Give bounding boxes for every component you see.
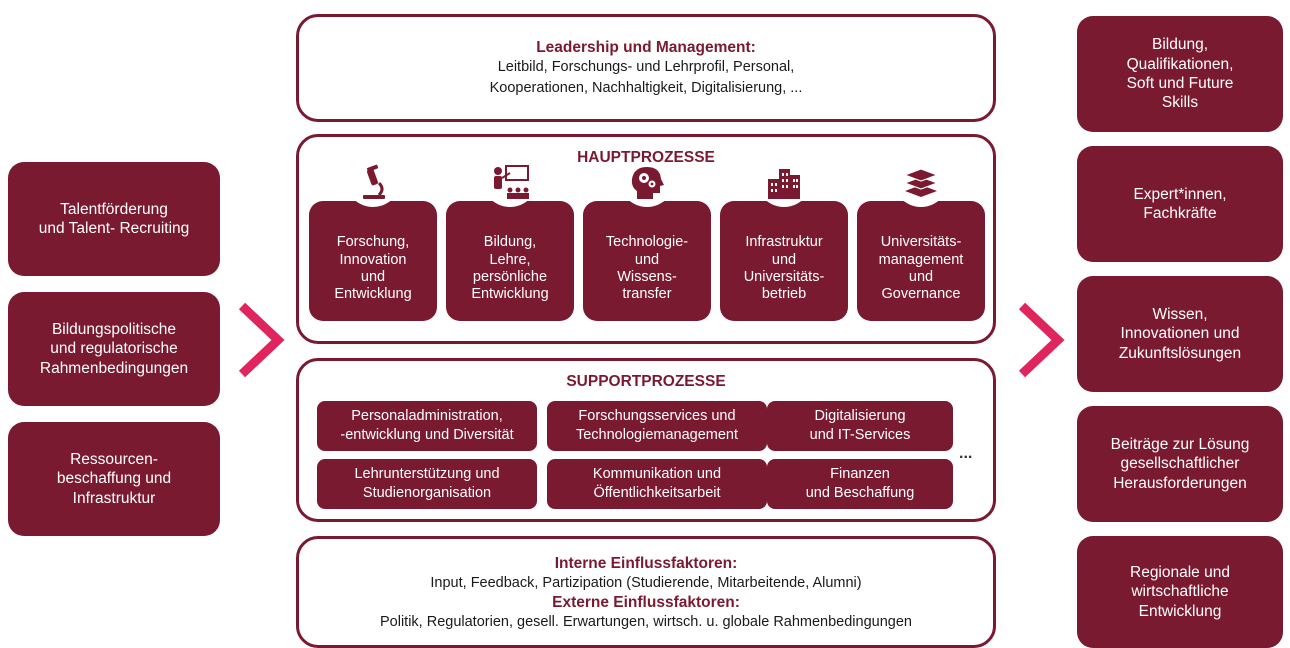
process-line: Forschung, <box>336 234 410 251</box>
support-line: Personaladministration, <box>351 408 503 425</box>
support-line: Forschungsservices und <box>578 408 736 425</box>
output-line: Soft und Future <box>1126 75 1234 92</box>
process-line: Universitäts- <box>880 234 962 251</box>
process-line: und <box>360 269 386 285</box>
process-line: Infrastruktur <box>745 234 823 251</box>
output-line: gesellschaftlicher <box>1120 455 1240 473</box>
support-lehrunterstuetzung: Lehrunterstützung und Studienorganisatio… <box>317 459 537 509</box>
support-line: und Beschaffung <box>805 485 915 501</box>
support-line: Digitalisierung <box>814 408 906 425</box>
process-line: Governance <box>881 286 961 303</box>
supportprozesse-title: SUPPORTPROZESSE <box>566 373 726 390</box>
support-finanzen: Finanzen und Beschaffung <box>767 459 953 509</box>
output-line: Innovationen und <box>1120 325 1240 343</box>
process-line: Lehre, <box>489 251 531 268</box>
output-line: Bildung, <box>1151 36 1208 54</box>
process-line: management <box>878 251 964 268</box>
input-line: Ressourcen- <box>70 450 158 468</box>
output-line: Beiträge zur Lösung <box>1110 435 1250 453</box>
process-line: persönliche <box>472 269 548 285</box>
intern-text: Input, Feedback, Partizipation (Studiere… <box>430 575 862 591</box>
leadership-title: Leadership und Management: <box>536 39 756 56</box>
extern-text: Politik, Regulatorien, gesell. Erwartung… <box>380 614 912 631</box>
output-bildung: Bildung, Qualifikationen, Soft und Futur… <box>1077 16 1283 132</box>
process-line: Universitäts- <box>743 269 825 285</box>
process-line: und <box>908 269 934 285</box>
output-line: Zukunftslösungen <box>1118 344 1242 362</box>
support-line: Lehrunterstützung und <box>354 466 500 483</box>
output-line: Wissen, <box>1152 305 1208 323</box>
process-line: Technologie- <box>605 234 689 251</box>
process-line: transfer <box>622 286 672 303</box>
chevron-right-icon <box>238 302 285 378</box>
support-line: Kommunikation und <box>592 466 722 483</box>
input-line: Infrastruktur <box>72 489 156 507</box>
support-kommunikation: Kommunikation und Öffentlichkeitsarbeit <box>547 459 767 509</box>
process-line: Wissens- <box>617 269 677 285</box>
process-forschung: Forschung, Innovation und Entwicklung <box>309 201 437 321</box>
input-ressourcen: Ressourcen- beschaffung und Infrastruktu… <box>8 422 220 536</box>
microscope-icon <box>345 164 401 207</box>
process-transfer: Technologie- und Wissens- transfer <box>583 201 711 321</box>
support-ellipsis: ... <box>959 445 973 462</box>
support-digitalisierung: Digitalisierung und IT-Services <box>767 401 953 451</box>
process-line: und <box>634 251 660 268</box>
output-line: Expert*innen, <box>1133 185 1227 203</box>
output-line: Qualifikationen, <box>1126 55 1234 73</box>
support-line: Öffentlichkeitsarbeit <box>593 485 721 501</box>
supportprozesse-panel: SUPPORTPROZESSE Personaladministration, … <box>296 358 996 522</box>
intern-title: Interne Einflussfaktoren: <box>554 555 738 572</box>
output-line: Fachkräfte <box>1143 205 1217 222</box>
support-line: und IT-Services <box>809 427 911 443</box>
process-line: Entwicklung <box>334 286 412 303</box>
output-beitraege: Beiträge zur Lösung gesellschaftlicher H… <box>1077 406 1283 522</box>
hauptprozesse-title: HAUPTPROZESSE <box>577 149 715 166</box>
teacher-icon <box>482 165 538 207</box>
input-line: und regulatorische <box>50 340 178 358</box>
einfluss-panel: Interne Einflussfaktoren: Input, Feedbac… <box>296 536 996 648</box>
support-line: -entwicklung und Diversität <box>340 427 514 443</box>
leadership-line: Leitbild, Forschungs- und Lehrprofil, Pe… <box>497 59 795 75</box>
support-line: Technologiemanagement <box>575 427 739 443</box>
leadership-line: Kooperationen, Nachhaltigkeit, Digitalis… <box>489 80 803 97</box>
output-line: Skills <box>1161 94 1199 112</box>
buildings-icon <box>756 169 812 207</box>
process-management: Universitäts- management und Governance <box>857 201 985 321</box>
output-regional: Regionale und wirtschaftliche Entwicklun… <box>1077 536 1283 648</box>
process-line: Innovation <box>339 251 407 268</box>
extern-title: Externe Einflussfaktoren: <box>552 594 740 612</box>
support-forschungsservices: Forschungsservices und Technologiemanage… <box>547 401 767 451</box>
books-icon <box>893 168 949 207</box>
input-line: Rahmenbedingungen <box>39 359 189 377</box>
input-line: und Talent- Recruiting <box>38 220 190 237</box>
output-expertinnen: Expert*innen, Fachkräfte <box>1077 146 1283 262</box>
process-line: Entwicklung <box>471 286 549 303</box>
process-bildung: Bildung, Lehre, persönliche Entwicklung <box>446 201 574 321</box>
support-line: Finanzen <box>830 466 890 483</box>
process-line: betrieb <box>761 286 807 303</box>
process-line: und <box>771 251 797 268</box>
hauptprozesse-panel: HAUPTPROZESSE Forschung, Innovation und … <box>296 134 996 344</box>
output-line: wirtschaftliche <box>1131 583 1229 601</box>
input-line: Talentförderung <box>60 200 168 218</box>
process-infrastruktur: Infrastruktur und Universitäts- betrieb <box>720 201 848 321</box>
input-talent: Talentförderung und Talent- Recruiting <box>8 162 220 276</box>
output-line: Regionale und <box>1130 563 1230 581</box>
output-wissen: Wissen, Innovationen und Zukunftslösunge… <box>1077 276 1283 392</box>
output-line: Entwicklung <box>1138 602 1222 620</box>
input-bildungspolitik: Bildungspolitische und regulatorische Ra… <box>8 292 220 406</box>
support-line: Studienorganisation <box>362 485 492 501</box>
support-personal: Personaladministration, -entwicklung und… <box>317 401 537 451</box>
chevron-right-icon <box>1018 302 1065 378</box>
output-line: Herausforderungen <box>1113 474 1247 492</box>
input-line: Bildungspolitische <box>51 320 177 338</box>
leadership-panel: Leadership und Management: Leitbild, For… <box>296 14 996 122</box>
input-line: beschaffung und <box>56 470 172 488</box>
process-line: Bildung, <box>483 234 537 251</box>
head-gears-icon <box>619 167 675 207</box>
